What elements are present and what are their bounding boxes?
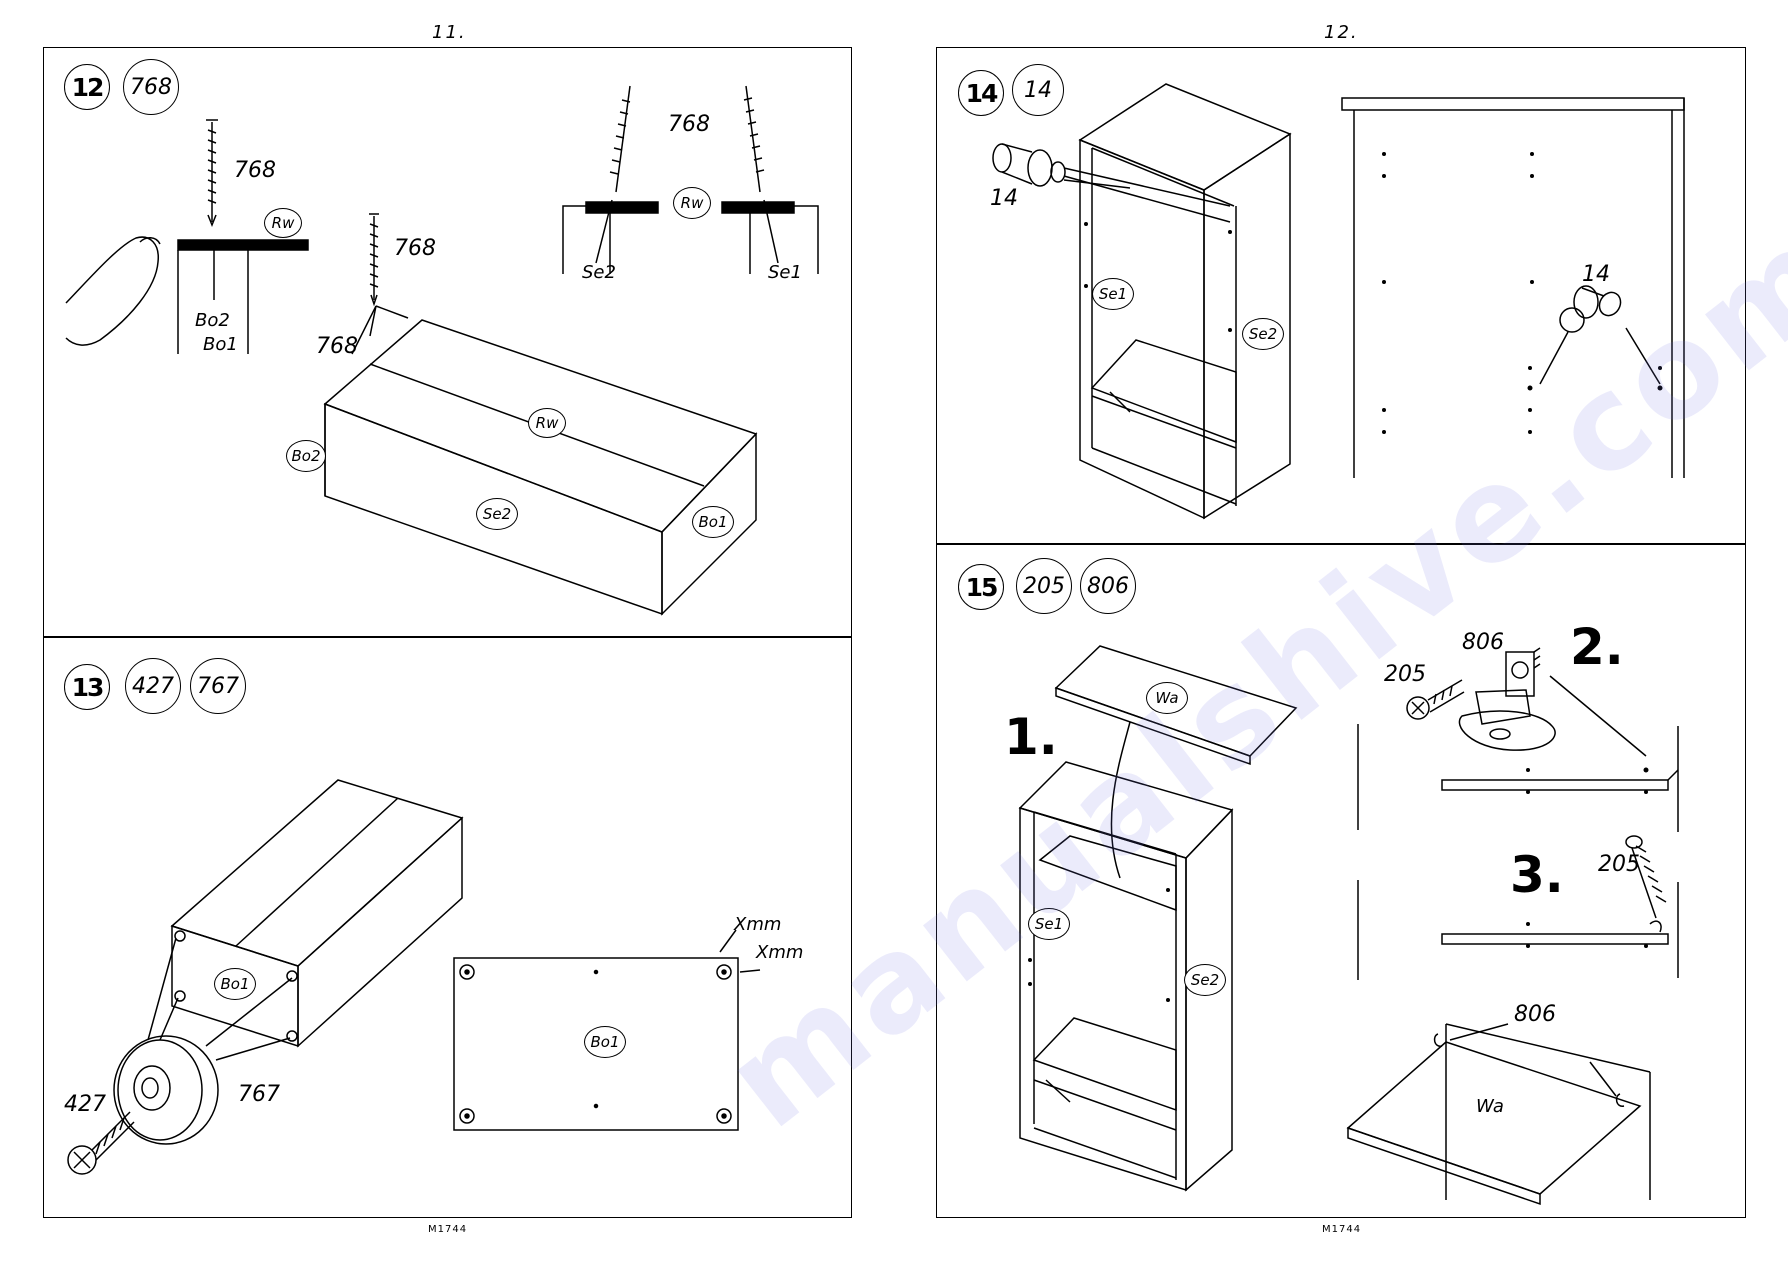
step-number-12: 12 [64,64,110,110]
part-tag-se2: Se2 [1242,318,1284,350]
part-tag-se2: Se2 [582,262,616,283]
nail-label: 768 [234,158,276,183]
panel-step-13 [43,636,852,1218]
part-tag-bo1: Bo1 [692,506,734,538]
nail-icon [206,119,218,228]
substep-2: 2. [1570,618,1624,676]
part-tag-wa: Wa [1146,682,1188,714]
part-badge-427: 427 [125,658,181,714]
step-number-13: 13 [64,664,110,710]
panel-step-14 [936,47,1746,545]
screw-label: 205 [1598,852,1640,877]
nail-label: 768 [668,112,710,137]
page-number-right: 12. [1324,22,1359,43]
part-tag-rw: Rw [528,408,566,438]
screw-label: 427 [64,1092,106,1117]
part-badge-806: 806 [1080,558,1136,614]
part-tag-wa: Wa [1476,1096,1504,1117]
step-number-15: 15 [958,564,1004,610]
part-badge-767: 767 [190,658,246,714]
peg-label: 14 [1582,262,1610,287]
part-tag-bo2: Bo2 [195,310,230,331]
substep-1: 1. [1004,708,1058,766]
part-tag-rw: Rw [264,208,302,238]
part-badge-768: 768 [123,59,179,115]
step-number-14: 14 [958,70,1004,116]
screw-label: 205 [1384,662,1426,687]
substep-3: 3. [1510,846,1564,904]
part-badge-14: 14 [1012,64,1064,116]
part-tag-se1: Se1 [1092,278,1134,310]
part-tag-se1: Se1 [1028,908,1070,940]
measure-label: Xmm [756,942,804,963]
part-tag-bo1: Bo1 [584,1026,626,1058]
part-tag-se2: Se2 [1184,964,1226,996]
page-number-left: 11. [432,22,467,43]
part-tag-se1: Se1 [768,262,802,283]
part-tag-bo1: Bo1 [214,968,256,1000]
footer-code-right: M1744 [1322,1224,1362,1235]
measure-label: Xmm [734,914,782,935]
part-tag-rw: Rw [673,187,711,219]
peg-label: 14 [990,186,1018,211]
nail-label: 768 [316,334,358,359]
panel-step-15 [936,543,1746,1218]
part-tag-bo2: Bo2 [286,440,326,472]
part-badge-205: 205 [1016,558,1072,614]
part-tag-se2: Se2 [476,498,518,530]
part-tag-bo1: Bo1 [203,334,238,355]
foot-label: 767 [238,1082,280,1107]
nail-label: 768 [394,236,436,261]
panel-step-12 [43,47,852,638]
bracket-label: 806 [1514,1002,1556,1027]
footer-code-left: M1744 [428,1224,468,1235]
bracket-label: 806 [1462,630,1504,655]
